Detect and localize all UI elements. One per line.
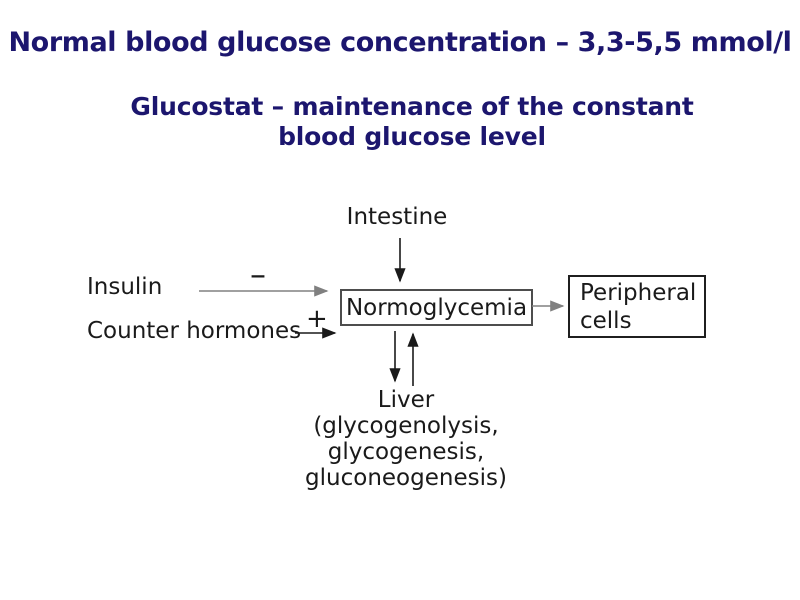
normoglycemia-box-label: Normoglycemia bbox=[345, 294, 528, 321]
counter-hormones-label: Counter hormones bbox=[87, 318, 302, 344]
liver-label: Liver (glycogenolysis, glycogenesis, glu… bbox=[305, 387, 507, 491]
slide-title: Normal blood glucose concentration – 3,3… bbox=[8, 27, 792, 58]
peripheral-cells-box: Peripheral cells bbox=[568, 275, 706, 338]
peripheral-cells-box-label: Peripheral cells bbox=[580, 280, 697, 334]
intestine-label: Intestine bbox=[346, 204, 448, 230]
slide-subtitle: Glucostat – maintenance of the constant … bbox=[130, 92, 694, 151]
minus-sign-label: – bbox=[250, 255, 266, 293]
insulin-label: Insulin bbox=[87, 274, 163, 300]
plus-sign-label: + bbox=[306, 304, 328, 334]
normoglycemia-box: Normoglycemia bbox=[340, 289, 533, 326]
